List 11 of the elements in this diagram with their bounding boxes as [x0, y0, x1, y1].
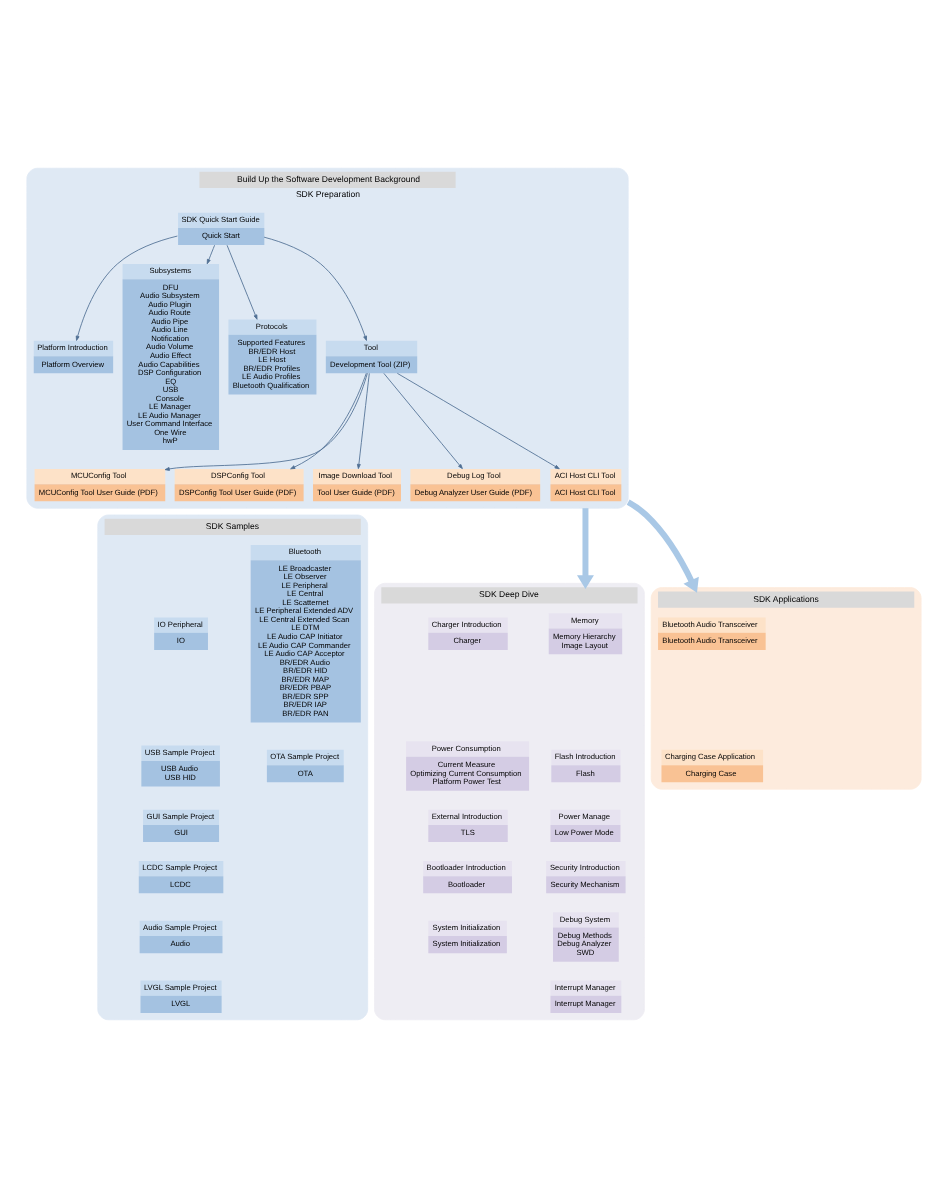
- arrow: [626, 499, 699, 593]
- arrow: [290, 372, 367, 470]
- arrow: [576, 508, 594, 590]
- arrow: [206, 244, 215, 265]
- arrow: [356, 372, 370, 470]
- arrow: [75, 235, 178, 341]
- arrow: [226, 244, 258, 320]
- arrow: [383, 372, 463, 470]
- arrow: [164, 372, 368, 471]
- arrow: [396, 372, 560, 470]
- arrow: [263, 236, 367, 341]
